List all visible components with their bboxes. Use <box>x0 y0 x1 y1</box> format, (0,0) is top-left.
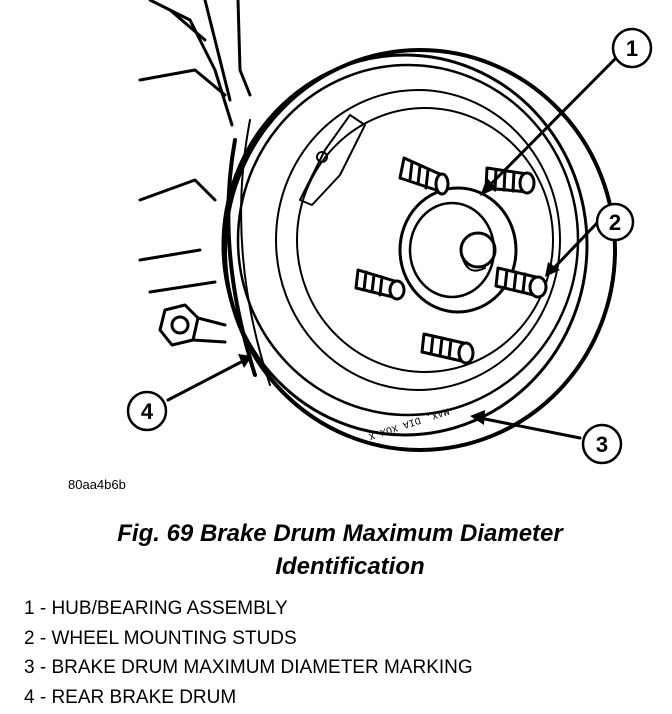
figure-caption: Fig. 69 Brake Drum Maximum Diameter <box>117 520 563 547</box>
arrow-head <box>238 354 252 368</box>
stud <box>398 156 450 196</box>
mounting-bolt <box>158 303 227 347</box>
callout-3-label: 3 <box>596 432 608 457</box>
leader-lines <box>166 56 618 440</box>
legend-item: 4 - REAR BRAKE DRUM <box>24 686 237 708</box>
suspension-background <box>138 0 252 294</box>
callout-4-label: 4 <box>141 399 154 424</box>
legend-list: 1 - HUB/BEARING ASSEMBLY 2 - WHEEL MOUNT… <box>24 594 473 712</box>
callout-1-label: 1 <box>626 36 638 61</box>
stud <box>494 266 548 299</box>
brake-drum <box>221 48 617 452</box>
arrow-head <box>545 262 560 277</box>
stud <box>354 268 406 301</box>
figure-reference-code: 80aa4b6b <box>68 477 126 492</box>
stud <box>420 332 475 365</box>
wheel-mounting-studs <box>354 156 548 365</box>
legend-item: 3 - BRAKE DRUM MAXIMUM DIAMETER MARKING <box>24 657 473 678</box>
callout-circles <box>126 27 653 465</box>
arrow-head <box>480 178 497 196</box>
stud <box>484 166 536 195</box>
hub-bearing-assembly <box>398 186 518 314</box>
legend-item: 1 - HUB/BEARING ASSEMBLY <box>24 598 288 619</box>
callout-2-label: 2 <box>609 210 621 235</box>
figure-caption-continued: Identification <box>275 553 425 580</box>
legend-item: 2 - WHEEL MOUNTING STUDS <box>24 627 297 649</box>
arrow-head <box>470 410 485 425</box>
brake-drum-illustration: 1 2 3 4 MAX. DIA XOX.X <box>126 0 653 465</box>
